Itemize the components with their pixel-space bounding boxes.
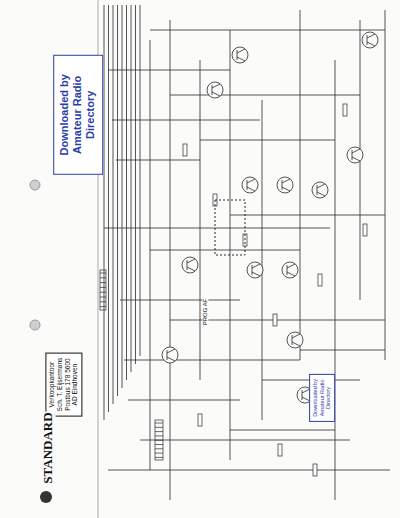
transistor-symbol [162,347,178,363]
node-text: Downloaded by Amateur Radio Directory [58,60,98,170]
address-box: Verkoopkantoor Sch. T. Eijsermans Postbu… [45,353,82,417]
logo-mark [40,491,52,503]
wiring [104,5,390,500]
binder-hole [30,320,40,330]
signal-name: PROG AF [202,298,208,327]
transistor-symbol [247,262,263,278]
resistor-symbol [343,104,347,116]
resistor-symbol [183,144,187,156]
transistor-symbol [232,47,248,63]
transistor-symbol [287,332,303,348]
resistor-symbol [313,464,317,476]
resistor-symbol [318,274,322,286]
brand-logo: STANDARD [40,411,56,484]
transistor-symbol [182,257,198,273]
transistor-symbol [207,82,223,98]
resistor-symbol [278,444,282,456]
watermark-box: Downloaded by Amateur Radio Directory [309,374,335,422]
transistor-symbol [347,147,363,163]
node-text: Downloaded by Amateur Radio Directory [312,377,332,419]
resistor-symbol [363,224,367,236]
transistor-symbol [242,177,258,193]
resistor-symbol [198,414,202,426]
ic-block [215,200,245,255]
transistor-symbol [312,182,328,198]
watermark-box: Downloaded by Amateur Radio Directory [53,55,103,175]
connector-strip [100,270,163,460]
transistor-symbol [282,262,298,278]
resistor-symbol [273,314,277,326]
transistor-symbol [277,177,293,193]
node-text: Verkoopkantoor Sch. T. Eijsermans Postbu… [48,356,79,414]
transistor-symbol [362,32,378,48]
binder-hole [30,180,40,190]
